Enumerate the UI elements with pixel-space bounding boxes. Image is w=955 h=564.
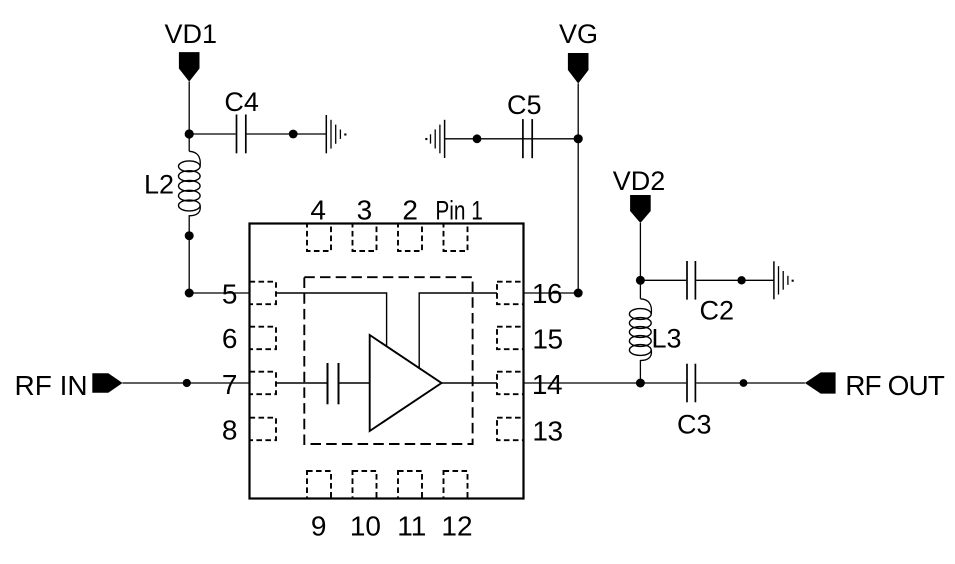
- svg-text:9: 9: [311, 511, 327, 542]
- svg-text:15: 15: [532, 323, 562, 354]
- svg-text:C3: C3: [677, 410, 712, 440]
- svg-text:L3: L3: [652, 324, 682, 354]
- svg-text:8: 8: [222, 415, 238, 446]
- svg-text:10: 10: [350, 511, 381, 542]
- svg-text:Pin 1: Pin 1: [435, 196, 483, 226]
- svg-text:L2: L2: [144, 170, 174, 200]
- svg-text:4: 4: [310, 195, 326, 226]
- svg-text:12: 12: [441, 511, 472, 542]
- svg-text:C2: C2: [700, 296, 735, 326]
- svg-text:11: 11: [397, 511, 426, 542]
- svg-text:7: 7: [222, 369, 238, 400]
- svg-text:VG: VG: [559, 19, 598, 49]
- svg-text:2: 2: [402, 195, 418, 226]
- svg-text:13: 13: [532, 415, 562, 446]
- svg-text:16: 16: [532, 278, 562, 309]
- svg-text:RF OUT: RF OUT: [845, 370, 945, 401]
- svg-text:VD2: VD2: [613, 166, 666, 196]
- svg-text:C5: C5: [507, 90, 542, 120]
- svg-text:5: 5: [222, 278, 238, 309]
- svg-text:RF IN: RF IN: [15, 370, 88, 401]
- svg-text:14: 14: [532, 369, 562, 400]
- svg-text:3: 3: [357, 195, 373, 226]
- svg-text:C4: C4: [224, 87, 259, 117]
- svg-text:VD1: VD1: [165, 19, 218, 49]
- svg-text:6: 6: [222, 323, 238, 354]
